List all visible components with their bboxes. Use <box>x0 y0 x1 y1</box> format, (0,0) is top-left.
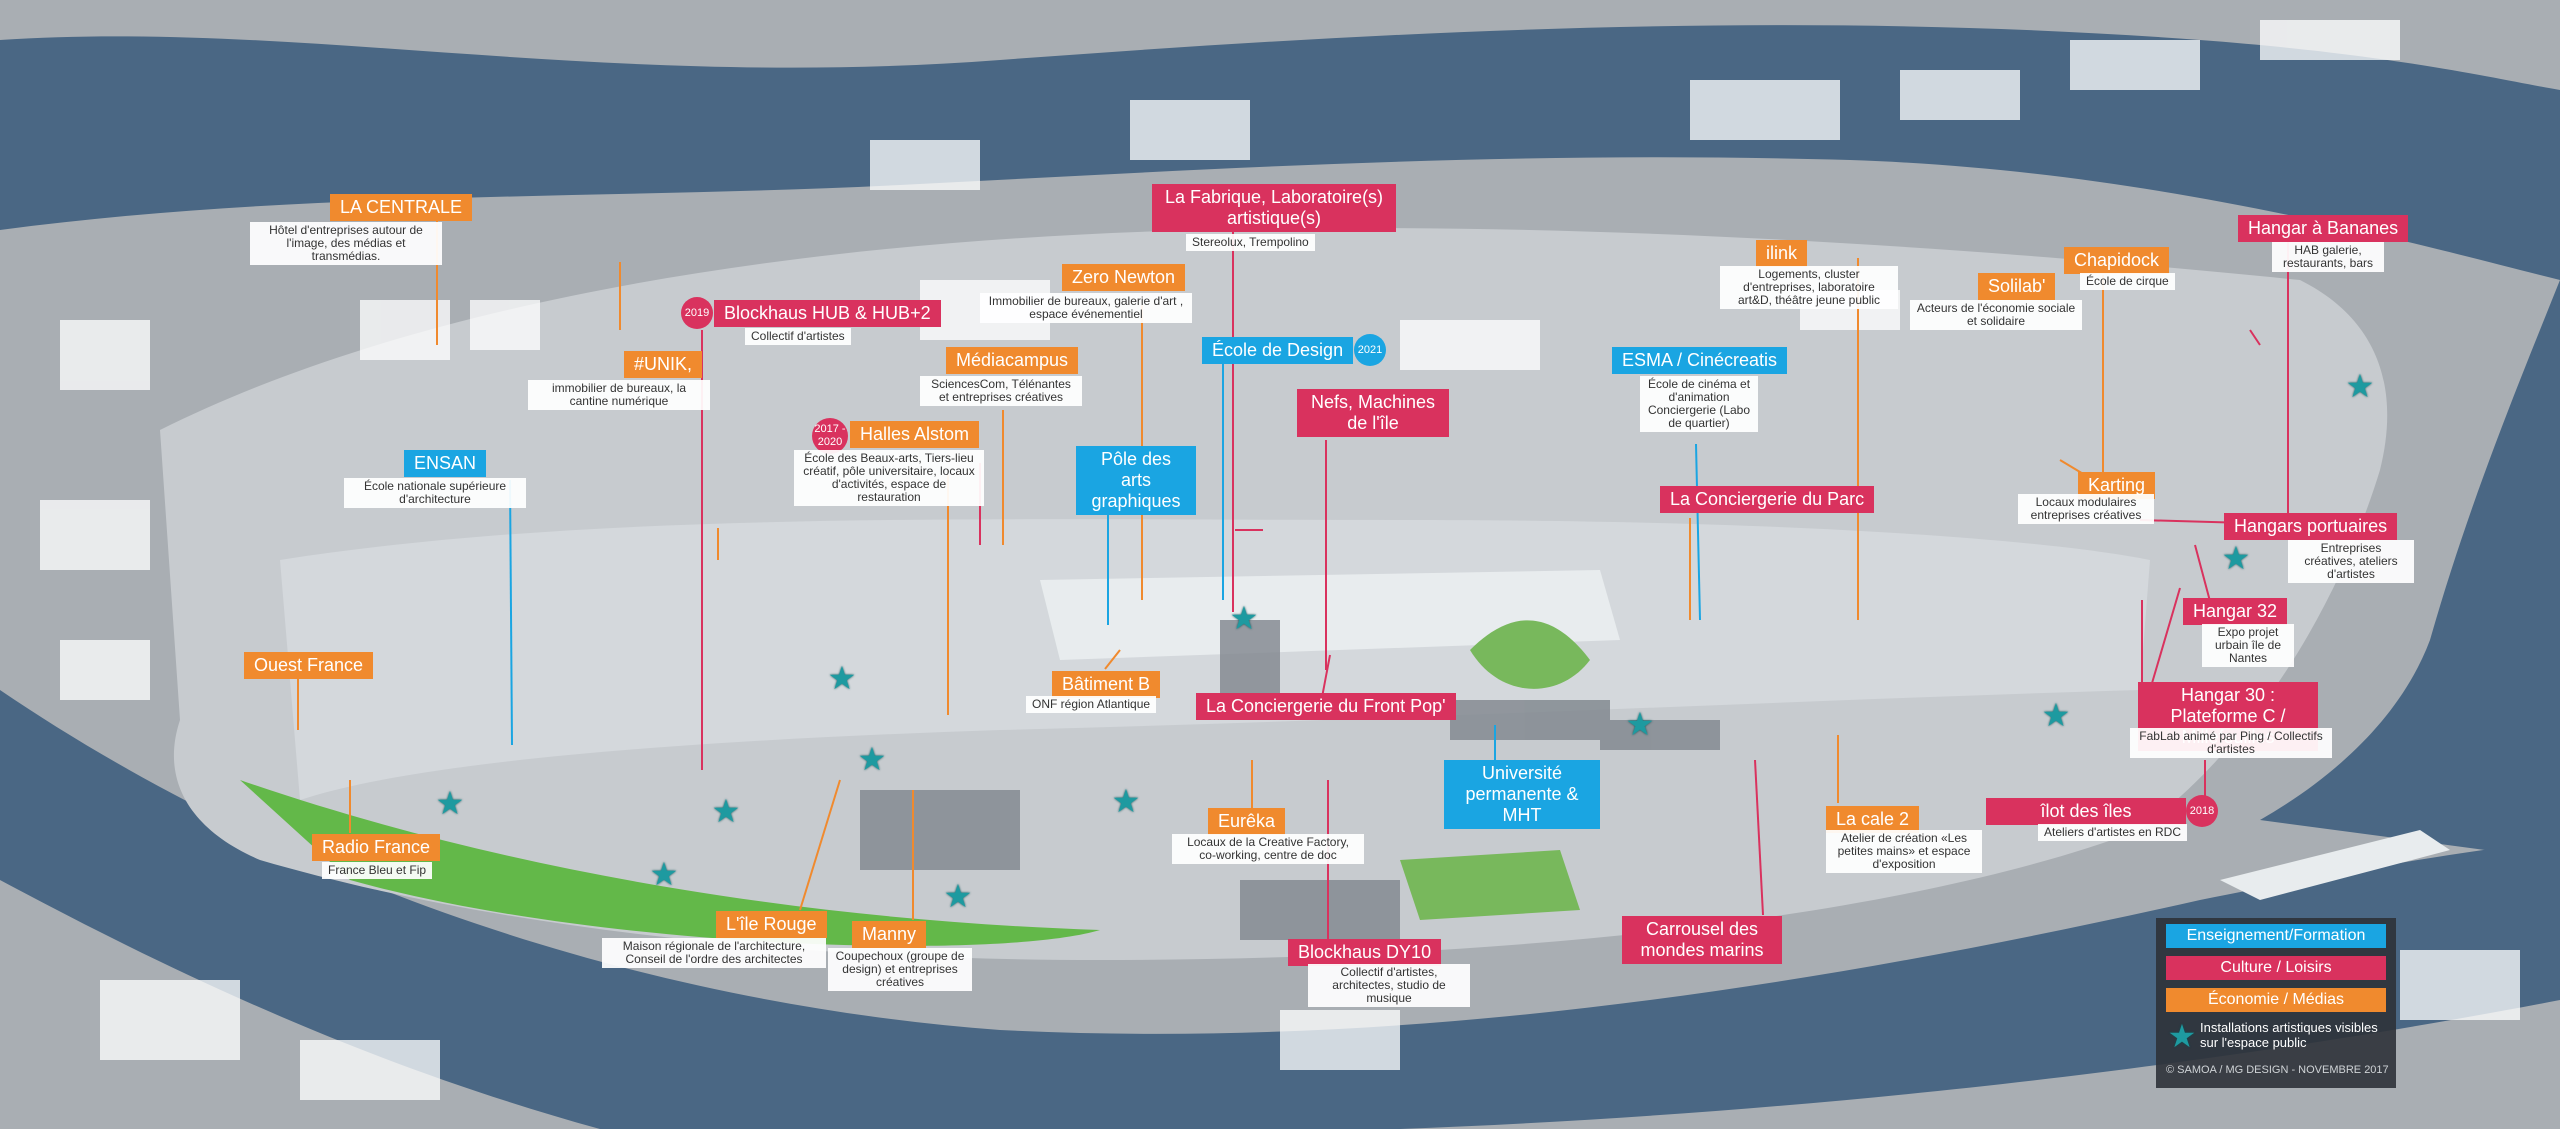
legend-economie: Économie / Médias <box>2166 988 2386 1012</box>
label-ecole-design: École de Design <box>1202 337 1354 364</box>
desc-esma: École de cinéma et d'animation Concierge… <box>1640 376 1758 432</box>
label-eureka: Eurêka <box>1208 808 1286 835</box>
desc-chapidock: École de cirque <box>2080 273 2175 290</box>
year-ecole-design: 2021 <box>1354 334 1386 366</box>
label-ouest-france: Ouest France <box>244 652 374 679</box>
label-zero-newton: Zero Newton <box>1062 264 1186 291</box>
desc-eureka: Locaux de la Creative Factory, co-workin… <box>1172 834 1364 864</box>
label-conciergerie-front: La Conciergerie du Front Pop' <box>1196 693 1456 720</box>
label-la-centrale: LA CENTRALE <box>330 194 473 221</box>
art-installation-star-icon: ★ <box>1229 600 1259 636</box>
art-installation-star-icon: ★ <box>711 793 741 829</box>
label-nefs: Nefs, Machines de l'île <box>1297 389 1449 437</box>
desc-la-centrale: Hôtel d'entreprises autour de l'image, d… <box>250 222 442 265</box>
art-installation-star-icon: ★ <box>2345 368 2375 404</box>
label-blockhaus-dy10: Blockhaus DY10 <box>1288 939 1442 966</box>
label-blockhaus-hub: Blockhaus HUB & HUB+2 <box>714 300 941 327</box>
label-esma: ESMA / Cinécreatis <box>1612 347 1788 374</box>
desc-hangars-portuaires: Entreprises créatives, ateliers d'artist… <box>2288 540 2414 583</box>
art-installation-star-icon: ★ <box>827 660 857 696</box>
label-batiment-b: Bâtiment B <box>1052 671 1161 698</box>
label-halles-alstom: Halles Alstom <box>850 421 980 448</box>
art-installation-star-icon: ★ <box>2221 540 2251 576</box>
desc-manny: Coupechoux (groupe de design) et entrepr… <box>828 948 972 991</box>
art-installation-star-icon: ★ <box>1111 783 1141 819</box>
year-halles-alstom: 2017 - 2020 <box>812 418 848 454</box>
art-installation-star-icon: ★ <box>1625 706 1655 742</box>
label-carrousel: Carrousel des mondes marins <box>1622 916 1782 964</box>
label-la-fabrique: La Fabrique, Laboratoire(s) artistique(s… <box>1152 184 1396 232</box>
label-conciergerie-parc: La Conciergerie du Parc <box>1660 486 1875 513</box>
desc-ile-rouge: Maison régionale de l'architecture, Cons… <box>602 938 826 968</box>
label-solilab: Solilab' <box>1978 273 2056 300</box>
label-chapidock: Chapidock <box>2064 247 2170 274</box>
legend-installations: ★ Installations artistiques visibles sur… <box>2166 1016 2386 1056</box>
desc-hangar-bananes: HAB galerie, restaurants, bars <box>2272 242 2384 272</box>
desc-ilink: Logements, cluster d'entreprises, labora… <box>1720 266 1898 309</box>
desc-hangar32: Expo projet urbain île de Nantes <box>2202 624 2294 667</box>
desc-blockhaus-hub: Collectif d'artistes <box>745 328 851 345</box>
label-ilink: ilink <box>1756 240 1808 267</box>
art-installation-star-icon: ★ <box>2041 697 2071 733</box>
label-pole-arts: Pôle des arts graphiques <box>1076 446 1196 515</box>
desc-la-fabrique: Stereolux, Trempolino <box>1186 234 1315 251</box>
label-hangar32: Hangar 32 <box>2183 598 2288 625</box>
desc-mediacampus: SciencesCom, Télénantes et entreprises c… <box>920 376 1082 406</box>
credit: © SAMOA / MG DESIGN - NOVEMBRE 2017 <box>2166 1064 2389 1076</box>
year-blockhaus-hub: 2019 <box>681 297 713 329</box>
desc-blockhaus-dy10: Collectif d'artistes, architectes, studi… <box>1308 964 1470 1007</box>
legend-installations-text: Installations artistiques visibles sur l… <box>2200 1020 2378 1050</box>
desc-halles-alstom: École des Beaux-arts, Tiers-lieu créatif… <box>794 450 984 506</box>
art-installation-star-icon: ★ <box>857 741 887 777</box>
label-mediacampus: Médiacampus <box>946 347 1079 374</box>
legend-culture: Culture / Loisirs <box>2166 956 2386 980</box>
desc-karting: Locaux modulaires entreprises créatives <box>2018 494 2154 524</box>
art-installation-star-icon: ★ <box>943 878 973 914</box>
desc-ilot-iles: Ateliers d'artistes en RDC <box>2038 824 2188 841</box>
legend-enseignement: Enseignement/Formation <box>2166 924 2386 948</box>
label-manny: Manny <box>852 921 927 948</box>
label-cale2: La cale 2 <box>1826 806 1920 833</box>
legend: Enseignement/Formation Culture / Loisirs… <box>2156 918 2396 1088</box>
label-unik: #UNIK, <box>624 351 703 378</box>
desc-radio-france: France Bleu et Fip <box>322 862 433 879</box>
desc-unik: immobilier de bureaux, la cantine numéri… <box>528 380 710 410</box>
label-ensan: ENSAN <box>404 450 487 477</box>
legend-star-icon: ★ <box>2167 1018 2197 1054</box>
desc-batiment-b: ONF région Atlantique <box>1026 696 1157 713</box>
desc-cale2: Atelier de création «Les petites mains» … <box>1826 830 1982 873</box>
year-ilot-iles: 2018 <box>2186 795 2218 827</box>
label-hangar-bananes: Hangar à Bananes <box>2238 215 2409 242</box>
label-ilot-iles: îlot des îles <box>1986 798 2186 825</box>
label-ile-rouge: L'île Rouge <box>716 911 827 938</box>
desc-solilab: Acteurs de l'économie sociale et solidai… <box>1910 300 2082 330</box>
desc-ensan: École nationale supérieure d'architectur… <box>344 478 526 508</box>
desc-zero-newton: Immobilier de bureaux, galerie d'art , e… <box>980 293 1192 323</box>
art-installation-star-icon: ★ <box>649 856 679 892</box>
label-radio-france: Radio France <box>312 834 441 861</box>
label-hangars-portuaires: Hangars portuaires <box>2224 513 2398 540</box>
art-installation-star-icon: ★ <box>435 785 465 821</box>
desc-hangar30: FabLab animé par Ping / Collectifs d'art… <box>2130 728 2332 758</box>
label-universite: Université permanente & MHT <box>1444 760 1600 829</box>
